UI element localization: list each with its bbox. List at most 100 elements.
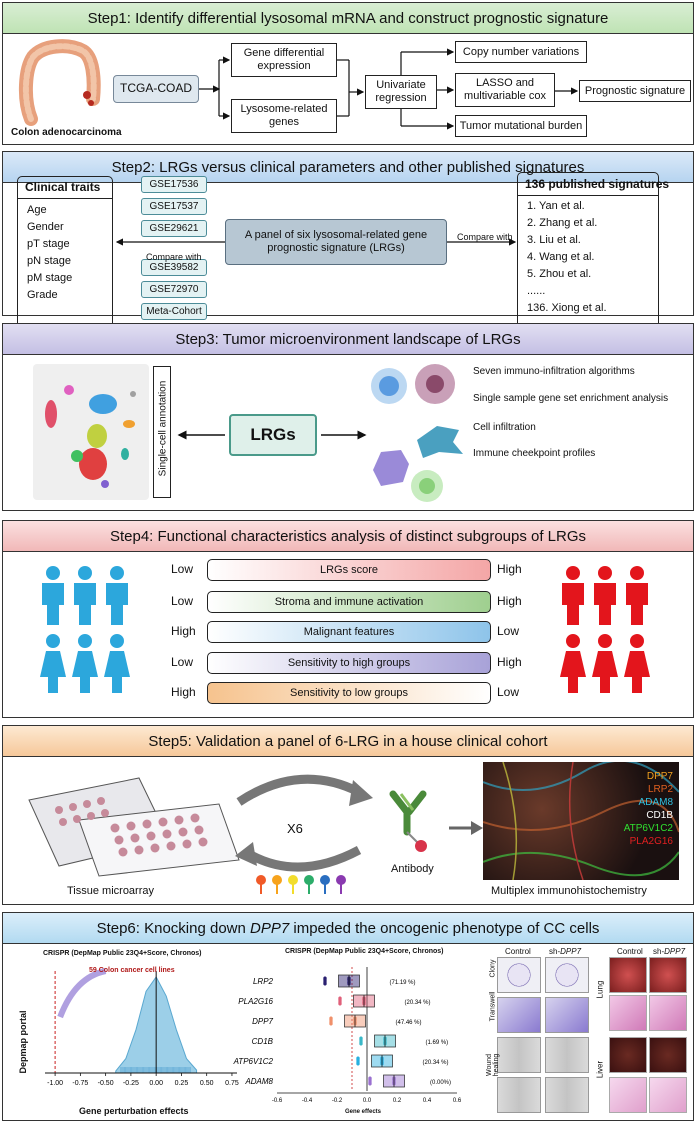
- step1-arrows: [199, 48, 579, 130]
- tma-label: Tissue microarray: [67, 885, 154, 897]
- tmb-box: Tumor mutational burden: [455, 115, 587, 137]
- sh2-gene: DPP7: [664, 947, 686, 956]
- organ-image: [649, 995, 687, 1031]
- organ-image: [609, 1077, 647, 1113]
- data-point: [338, 1002, 342, 1006]
- x-tick-label: 0.25: [175, 1080, 189, 1087]
- compare-left-label: Compare with: [146, 252, 202, 262]
- step2-panel: Step2: LRGs versus clinical parameters a…: [2, 151, 694, 332]
- sh-gene: DPP7: [560, 947, 582, 956]
- step2-title: Step2: LRGs versus clinical parameters a…: [111, 158, 585, 176]
- purple-arrow: [57, 968, 107, 1019]
- x-tick-label: -0.25: [123, 1080, 139, 1087]
- gse-dataset: Meta-Cohort: [141, 303, 207, 320]
- control-label: Control: [505, 947, 531, 956]
- male-figure: [626, 566, 648, 625]
- marker-label: ATP6V1C2: [623, 823, 673, 834]
- antibody-label: Antibody: [391, 863, 434, 875]
- step2-header: Step2: LRGs versus clinical parameters a…: [3, 152, 693, 183]
- marker-label: DPP7: [646, 771, 673, 782]
- lasso-box: LASSO and multivariable cox: [455, 73, 555, 107]
- box-xlabel: Gene effects: [345, 1109, 382, 1115]
- x-tick-label: -0.50: [98, 1080, 114, 1087]
- step6-title-gene: DPP7: [250, 919, 290, 937]
- sh-prefix: sh-: [549, 947, 561, 956]
- data-point: [323, 976, 327, 980]
- x-tick-label: 0.00: [149, 1080, 163, 1087]
- row-right-label: High: [497, 655, 522, 669]
- step3-panel: Step3: Tumor microenvironment landscape …: [2, 323, 694, 511]
- sh2-label: sh-DPP7: [653, 947, 685, 956]
- x-tick-label: 0.75: [225, 1080, 239, 1087]
- gse-dataset: GSE29621: [141, 220, 207, 237]
- x-tick-label: 0.6: [453, 1098, 462, 1104]
- pct-label: (20.34 %): [423, 1060, 449, 1066]
- assay-image: [497, 1037, 541, 1073]
- feature-bar: Sensitivity to high groups: [207, 652, 491, 674]
- row-left-label: Low: [171, 594, 194, 608]
- gene-effects-chart: LRP2(71.19 %)PLA2G16(20.34 %)DPP7(47.46 …: [233, 967, 462, 1104]
- tme-item: Single sample gene set enrichment analys…: [473, 393, 669, 404]
- data-point: [338, 996, 342, 1000]
- data-point: [356, 1056, 360, 1060]
- published-item: 3. Liu et al.: [527, 234, 581, 246]
- step6-panel: Step6: Knocking down DPP7 impeded the on…: [2, 912, 694, 1121]
- lollipop-head: [304, 875, 314, 885]
- x-tick-label: -0.75: [72, 1080, 88, 1087]
- gse-dataset: GSE17537: [141, 198, 207, 215]
- female-figure: [560, 634, 586, 693]
- assay-row-label: Wound healing: [486, 1053, 500, 1077]
- single-cell-label: Single-cell annotation: [153, 366, 171, 498]
- gene-label: CD1B: [252, 1037, 274, 1046]
- lollipop-head: [272, 875, 282, 885]
- density-xlabel: Gene perturbation effects: [79, 1106, 189, 1116]
- tcga-box: TCGA-COAD: [113, 75, 199, 103]
- organ-image: [649, 1077, 687, 1113]
- male-figure: [594, 566, 616, 625]
- gene-label: ADAM8: [244, 1077, 273, 1086]
- gene-label: LRP2: [253, 977, 274, 986]
- row-left-label: High: [171, 624, 196, 638]
- lollipop-head: [320, 875, 330, 885]
- data-point: [323, 982, 327, 986]
- gse-dataset: GSE72970: [141, 281, 207, 298]
- step3-title: Step3: Tumor microenvironment landscape …: [175, 330, 521, 348]
- female-figure: [592, 634, 618, 693]
- data-point: [368, 1079, 372, 1083]
- published-item: 5. Zhou et al.: [527, 268, 592, 280]
- step6-title-post: impeded the oncogenic phenotype of CC ce…: [289, 919, 600, 937]
- mihc-label: Multiplex immunohistochemistry: [491, 885, 647, 897]
- lrgs-box: LRGs: [229, 414, 317, 456]
- assay-image: [545, 997, 589, 1033]
- row-left-label: High: [171, 685, 196, 699]
- mihc-texture: [483, 762, 679, 880]
- published-item: 136. Xiong et al.: [527, 302, 607, 314]
- umap-clusters: [45, 385, 136, 488]
- marker-label: LRP2: [647, 784, 673, 795]
- assay-image: [545, 1037, 589, 1073]
- x-tick-label: 0.4: [423, 1098, 432, 1104]
- organ-image: [649, 957, 687, 993]
- x-tick-label: -0.4: [302, 1098, 313, 1104]
- organ-image: [609, 995, 647, 1031]
- step6-title-pre: Step6: Knocking down: [96, 919, 251, 937]
- data-point: [329, 1022, 333, 1026]
- prognostic-box: Prognostic signature: [579, 80, 691, 102]
- organ-image: [649, 1037, 687, 1073]
- step5-title: Step5: Validation a panel of 6-LRG in a …: [148, 732, 548, 750]
- data-point: [359, 1039, 363, 1043]
- lyso-genes-box: Lysosome-related genes: [231, 99, 337, 133]
- pct-label: (71.19 %): [390, 980, 416, 986]
- assay-image: [497, 997, 541, 1033]
- data-point: [368, 1076, 372, 1080]
- data-point: [329, 1019, 333, 1023]
- feature-bar: Stroma and immune activation: [207, 591, 491, 613]
- step6-header: Step6: Knocking down DPP7 impeded the on…: [3, 913, 693, 944]
- step4-panel: Step4: Functional characteristics analys…: [2, 520, 694, 718]
- step1-title: Step1: Identify differential lysosomal m…: [87, 9, 609, 27]
- assay-row-label: Clony: [489, 959, 497, 978]
- data-point: [368, 1082, 372, 1086]
- published-title: 136 published signatures: [525, 177, 670, 191]
